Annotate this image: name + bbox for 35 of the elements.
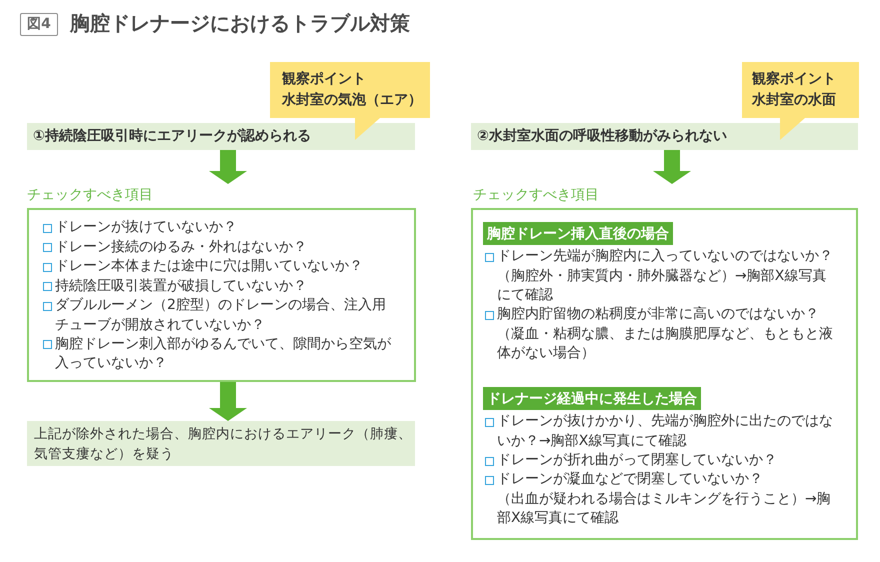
condition-text: ②水封室水面の呼吸性移動がみられない [477, 128, 727, 144]
checklist-item: ドレーン先端が胸腔内に入っていないのではないか？ [497, 247, 834, 266]
checklist-item: ドレーン接続のゆるみ・外れはないか？ [55, 238, 308, 256]
checklist-item: 持続陰圧吸引装置が破損していないか？ [55, 276, 308, 296]
checklist-note: （出血が疑われる場合はミルキングを行うこと）→胸部X線写真にて確認 [497, 490, 832, 528]
callout-heading: 観察ポイント [282, 70, 366, 89]
checklist-note: （胸腔外・肺実質内・肺外臓器など）→胸部X線写真にて確認 [497, 266, 828, 305]
checklist-item: 胸腔内貯留物の粘稠度が非常に高いのではないか？ [497, 305, 820, 324]
checklist-item: 胸腔ドレーン刺入部がゆるんでいて、隙間から空気が入っていないか？ [55, 334, 392, 373]
checklist-item: ドレーンが抜けかかり、先端が胸腔外に出たのではないか？→胸部X線写真にて確認 [497, 412, 834, 450]
condition-band [27, 123, 415, 150]
checklist-item: ドレーンが抜けていないか？ [55, 218, 238, 237]
case-heading-text: ドレナージ経過中に発生した場合 [487, 391, 697, 407]
arrow [209, 150, 247, 184]
arrow [209, 382, 247, 421]
callout-heading: 観察ポイント [752, 70, 836, 89]
conclusion-text: 上記が除外された場合、胸腔内におけるエアリーク（肺瘻、気管支瘻など）を疑う [34, 425, 412, 464]
figure-number: 図4 [20, 13, 58, 36]
arrow [653, 150, 691, 184]
callout-text: 水封室の気泡（エア） [282, 90, 422, 110]
condition-band [471, 123, 858, 150]
case-heading-band [483, 222, 673, 245]
checklist-item: ドレーンが折れ曲がって閉塞していないか？ [497, 451, 778, 470]
diagram-title: 胸腔ドレナージにおけるトラブル対策 [70, 10, 410, 36]
case-heading-band [483, 387, 701, 410]
condition-text: ①持続陰圧吸引時にエアリークが認められる [33, 128, 311, 144]
checklist-item: ドレーンが凝血などで閉塞していないか？ [497, 470, 764, 489]
checklist-note: （凝血・粘稠な膿、または胸膜肥厚など、もともと液体がない場合） [497, 324, 834, 363]
callout-text: 水封室の水面 [752, 90, 836, 110]
case-heading-text: 胸腔ドレーン挿入直後の場合 [487, 226, 669, 242]
conclusion-box [27, 421, 415, 466]
checklist-heading: チェックすべき項目 [473, 186, 599, 205]
checklist-item: ダブルルーメン（2腔型）のドレーンの場合、注入用チューブが開放されていないか？ [55, 296, 387, 334]
checklist-heading: チェックすべき項目 [27, 186, 153, 205]
checklist-item: ドレーン本体または途中に穴は開いていないか？ [55, 257, 364, 276]
